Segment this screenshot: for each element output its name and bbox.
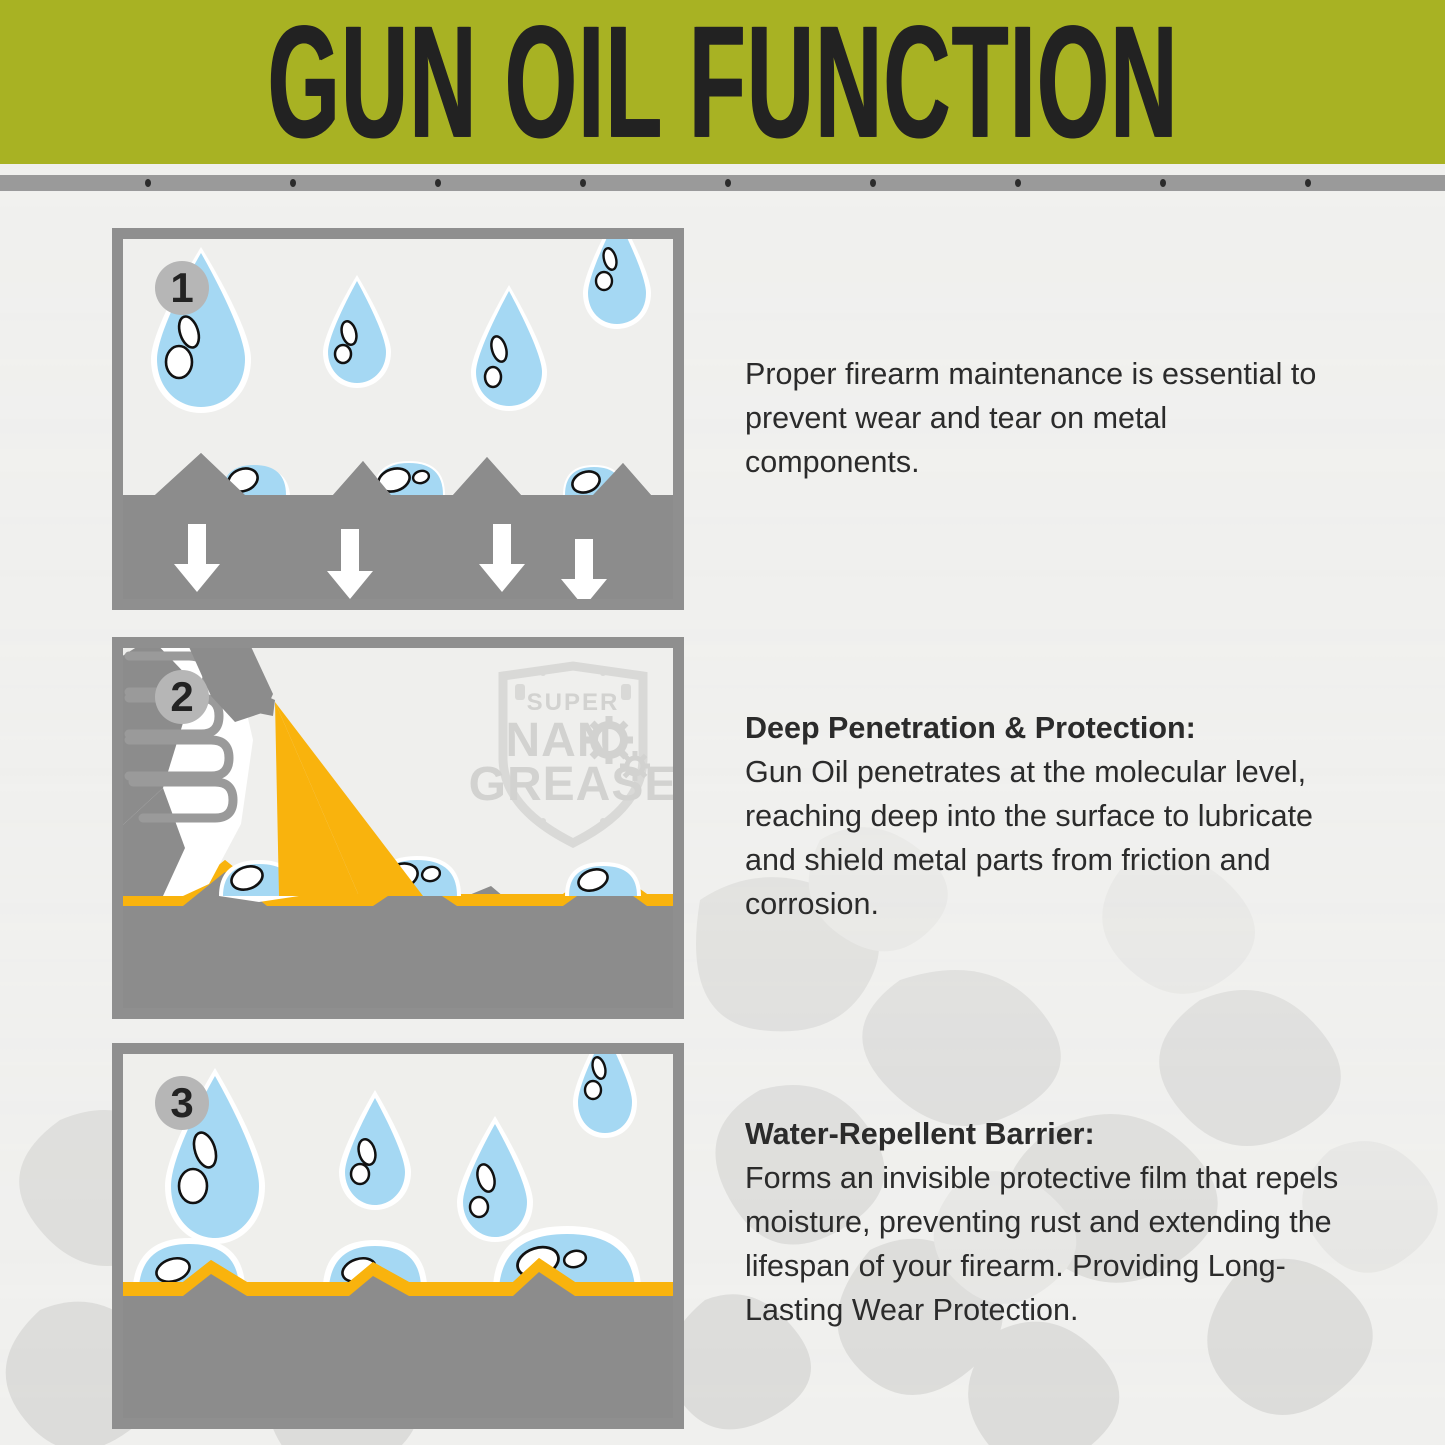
step-number-badge-2: 2 (155, 670, 209, 724)
rivet-dot (870, 179, 876, 187)
step-number-badge-3: 3 (155, 1076, 209, 1130)
svg-text:GREASE: GREASE (469, 758, 673, 811)
rivet-dot (290, 179, 296, 187)
panel-step-2: SUPER NAN (112, 637, 684, 1019)
rivet-divider-bar (0, 175, 1445, 191)
rivet-dot (145, 179, 151, 187)
rivet-dot (725, 179, 731, 187)
description-body-3: Forms an invisible protective film that … (745, 1161, 1339, 1327)
panel-step-1: 1 (112, 228, 684, 610)
page-title: GUN OIL FUNCTION (267, 0, 1178, 171)
description-heading-2: Deep Penetration & Protection: (745, 711, 1196, 745)
step-number-badge-1: 1 (155, 261, 209, 315)
panel-step-3: 3 (112, 1043, 684, 1429)
description-text-1: Proper firearm maintenance is essential … (745, 352, 1345, 484)
description-body-2: Gun Oil penetrates at the molecular leve… (745, 755, 1314, 921)
rivet-dot (1015, 179, 1021, 187)
description-text-2: Deep Penetration & Protection: Gun Oil p… (745, 706, 1345, 926)
description-heading-3: Water-Repellent Barrier: (745, 1117, 1095, 1151)
rivet-dot (1305, 179, 1311, 187)
page-header-banner: GUN OIL FUNCTION (0, 0, 1445, 164)
rivet-dot (435, 179, 441, 187)
description-body-1: Proper firearm maintenance is essential … (745, 357, 1317, 479)
rivet-dot (580, 179, 586, 187)
rivet-dot (1160, 179, 1166, 187)
description-text-3: Water-Repellent Barrier: Forms an invisi… (745, 1112, 1345, 1332)
svg-text:SUPER: SUPER (527, 689, 620, 716)
